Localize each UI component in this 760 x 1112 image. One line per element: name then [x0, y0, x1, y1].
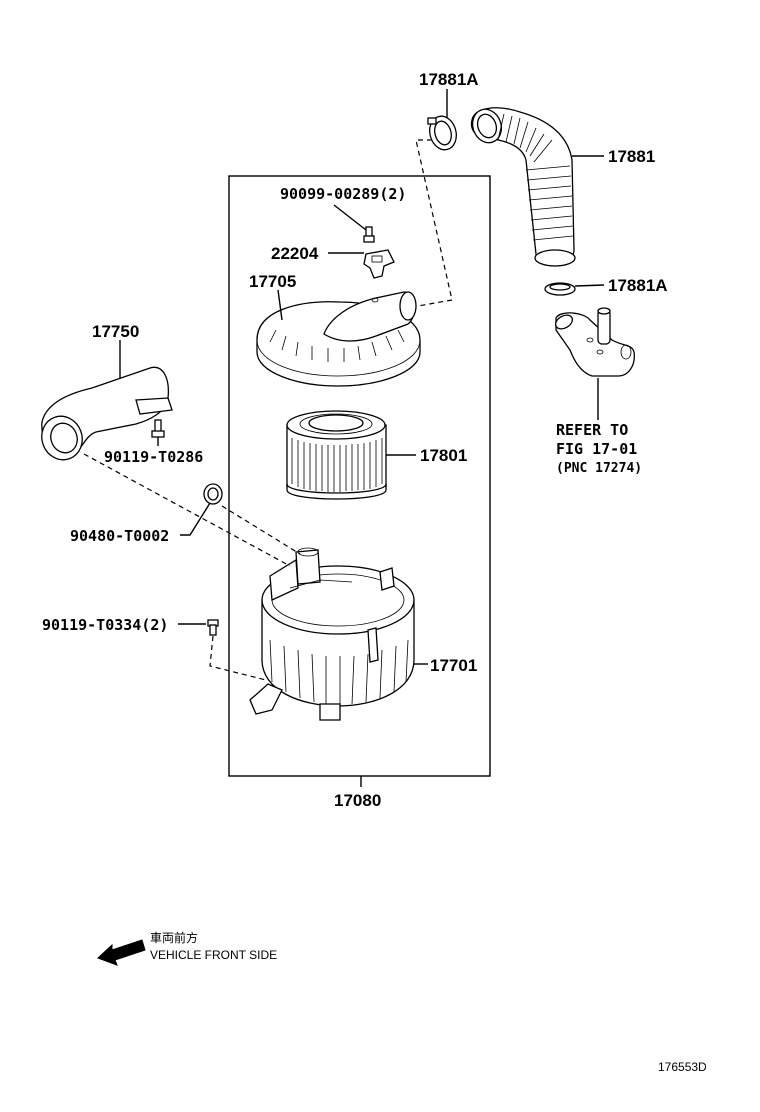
label-17881A-top: 17881A: [419, 70, 479, 89]
refer-line-3: (PNC 17274): [556, 461, 642, 476]
vehicle-front-arrow-icon: [97, 939, 146, 966]
label-17701: 17701: [430, 656, 477, 675]
intake-elbow-reference: [554, 307, 635, 377]
grommet-90480-T0002: [203, 483, 223, 505]
assembly-17080-frame: [228, 175, 491, 777]
install-line-hose-to-cap: [415, 139, 453, 307]
refer-line-1: REFER TO: [556, 421, 628, 439]
figure-code: 176553D: [658, 1060, 707, 1074]
air-inlet-17750: [41, 366, 173, 461]
label-17080: 17080: [334, 791, 381, 810]
label-17881A-mid: 17881A: [608, 276, 668, 295]
intake-hose-17881: [470, 107, 576, 267]
label-17705: 17705: [249, 272, 296, 291]
air-flow-meter-22204: [363, 249, 395, 279]
hose-clamp-17881A-mid: [544, 282, 576, 296]
screw-90099-00289: [363, 226, 375, 243]
refer-line-2: FIG 17-01: [556, 440, 637, 458]
label-17801: 17801: [420, 446, 467, 465]
leader-17881A-mid: [574, 284, 605, 287]
label-17881: 17881: [608, 147, 655, 166]
bolt-90119-T0286: [151, 419, 165, 438]
label-90119-T0334: 90119-T0334(2): [42, 616, 168, 634]
leader-90099-00289: [333, 204, 367, 231]
label-90099-00289: 90099-00289(2): [280, 185, 406, 203]
bolt-90119-T0334: [207, 619, 219, 636]
leader-17705: [277, 289, 283, 321]
install-line-bolt-to-case: [209, 635, 267, 681]
label-22204: 22204: [271, 244, 319, 263]
install-line-grommet-to-case: [221, 505, 301, 555]
label-90119-T0286: 90119-T0286: [104, 448, 203, 466]
label-17750: 17750: [92, 322, 139, 341]
legend-japanese: 車両前方: [150, 930, 198, 945]
leader-90480-T0002: [180, 502, 211, 536]
install-line-inlet-to-case: [83, 453, 291, 567]
label-90480-T0002: 90480-T0002: [70, 527, 169, 545]
air-cleaner-case-17701: [249, 547, 415, 721]
legend-english: VEHICLE FRONT SIDE: [150, 948, 277, 962]
hose-clamp-17881A-top: [427, 115, 457, 151]
air-filter-element-17801: [286, 410, 387, 500]
air-cleaner-cap-17705: [256, 291, 421, 387]
